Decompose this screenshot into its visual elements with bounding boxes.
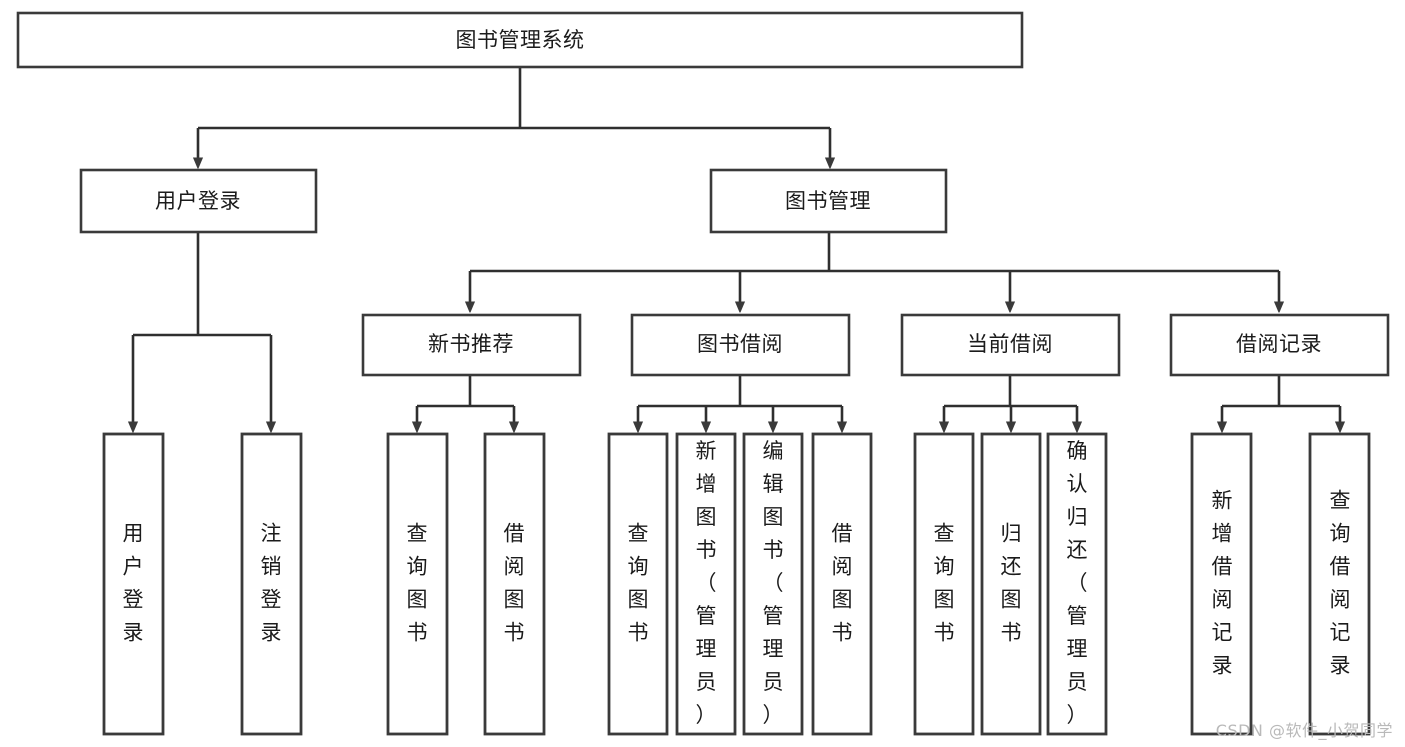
node-leaf-borrow-4-box[interactable] [811, 432, 873, 736]
node-leaf-records-1-label: 新增借阅记录 [1212, 489, 1233, 678]
node-newbook-label: 新书推荐 [428, 332, 514, 356]
node-leaf-borrow-4-label: 借阅图书 [832, 522, 853, 645]
node-leaf-current-1-label: 查询图书 [934, 522, 955, 645]
node-leaf-newbook-2[interactable]: 借阅图书 [483, 432, 546, 736]
node-leaf-login-1-label: 用户登录 [123, 522, 144, 645]
node-leaf-borrow-1[interactable]: 查询图书 [607, 432, 669, 736]
node-leaf-records-2[interactable]: 查询借阅记录 [1308, 432, 1371, 736]
node-leaf-records-2-label: 查询借阅记录 [1330, 489, 1351, 678]
connector-layer [133, 67, 1340, 422]
node-leaf-records-2-box[interactable] [1308, 432, 1371, 736]
node-leaf-login-1[interactable]: 用户登录 [102, 432, 165, 736]
node-leaf-borrow-4[interactable]: 借阅图书 [811, 432, 873, 736]
node-leaf-newbook-1-box[interactable] [386, 432, 449, 736]
node-records-box[interactable] [1169, 313, 1390, 377]
node-current-box[interactable] [900, 313, 1121, 377]
node-leaf-borrow-1-label: 查询图书 [628, 522, 649, 645]
node-leaf-login-2-box[interactable] [240, 432, 303, 736]
csdn-watermark: CSDN @软件_小贺同学 [1215, 721, 1393, 740]
node-leaf-login-1-box[interactable] [102, 432, 165, 736]
node-leaf-newbook-2-box[interactable] [483, 432, 546, 736]
node-login-box[interactable] [79, 168, 318, 234]
node-leaf-newbook-1[interactable]: 查询图书 [386, 432, 449, 736]
node-leaf-current-2[interactable]: 归还图书 [980, 432, 1042, 736]
node-leaf-current-2-label: 归还图书 [1001, 522, 1022, 645]
node-records[interactable]: 借阅记录 [1169, 313, 1390, 377]
node-leaf-current-2-box[interactable] [980, 432, 1042, 736]
node-borrow-label: 图书借阅 [697, 332, 783, 356]
node-records-label: 借阅记录 [1236, 332, 1322, 356]
node-newbook-box[interactable] [361, 313, 582, 377]
node-leaf-borrow-2-label: 新增图书（管理员） [696, 439, 717, 727]
node-leaf-records-1[interactable]: 新增借阅记录 [1190, 432, 1253, 736]
node-leaf-borrow-3-label: 编辑图书（管理员） [763, 439, 784, 727]
node-leaf-login-2[interactable]: 注销登录 [240, 432, 303, 736]
node-leaf-borrow-2-box[interactable] [675, 432, 737, 736]
node-leaf-current-3-label: 确认归还（管理员） [1067, 439, 1088, 727]
node-leaf-newbook-2-label: 借阅图书 [504, 522, 525, 645]
node-leaf-newbook-1-label: 查询图书 [407, 522, 428, 645]
node-login-label: 用户登录 [155, 189, 241, 213]
node-current-label: 当前借阅 [967, 332, 1053, 356]
node-current[interactable]: 当前借阅 [900, 313, 1121, 377]
node-borrow[interactable]: 图书借阅 [630, 313, 851, 377]
node-leaf-borrow-2[interactable]: 新增图书（管理员） [675, 432, 737, 736]
node-leaf-borrow-3[interactable]: 编辑图书（管理员） [742, 432, 804, 736]
node-bookmgmt[interactable]: 图书管理 [709, 168, 948, 234]
node-leaf-records-1-box[interactable] [1190, 432, 1253, 736]
leaf-layer: 用户登录 注销登录 查询图书 借阅图书 查询图书 新增图书（管理员） [102, 432, 1371, 736]
node-leaf-login-2-label: 注销登录 [261, 522, 282, 645]
node-borrow-box[interactable] [630, 313, 851, 377]
node-leaf-current-1[interactable]: 查询图书 [913, 432, 975, 736]
node-leaf-current-3-box[interactable] [1046, 432, 1108, 736]
node-leaf-borrow-3-box[interactable] [742, 432, 804, 736]
node-root[interactable]: 图书管理系统 [16, 11, 1024, 69]
node-leaf-borrow-1-box[interactable] [607, 432, 669, 736]
node-newbook[interactable]: 新书推荐 [361, 313, 582, 377]
node-root-box[interactable] [16, 11, 1024, 69]
node-leaf-current-3[interactable]: 确认归还（管理员） [1046, 432, 1108, 736]
node-bookmgmt-box[interactable] [709, 168, 948, 234]
node-bookmgmt-label: 图书管理 [785, 189, 871, 213]
node-root-label: 图书管理系统 [456, 28, 585, 52]
node-login[interactable]: 用户登录 [79, 168, 318, 234]
node-leaf-current-1-box[interactable] [913, 432, 975, 736]
